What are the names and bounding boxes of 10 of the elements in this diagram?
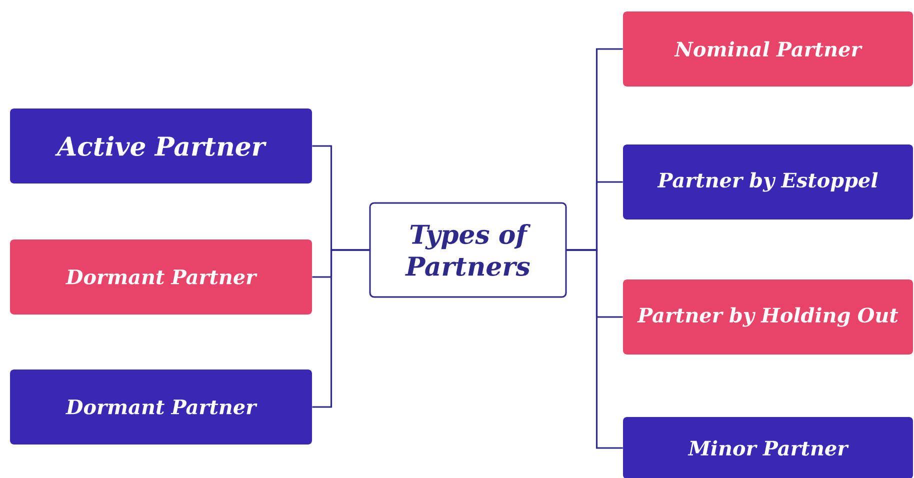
- title-box: Types of Partners: [369, 202, 567, 298]
- connector-line: [312, 249, 370, 408]
- partner-box: Dormant Partner: [10, 240, 312, 314]
- partner-box: Partner by Estoppel: [623, 144, 913, 220]
- connector-line: [566, 249, 623, 449]
- partner-box: Partner by Holding Out: [623, 280, 913, 354]
- partner-box: Dormant Partner: [10, 370, 312, 444]
- partner-box: Minor Partner: [623, 417, 913, 478]
- partner-box: Active Partner: [10, 108, 312, 184]
- partner-box: Nominal Partner: [623, 12, 913, 86]
